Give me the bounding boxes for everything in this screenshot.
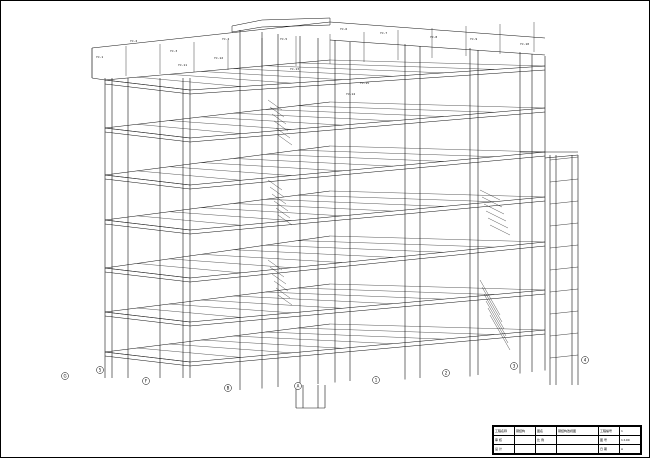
member-tag: YJ-8 xyxy=(430,35,437,39)
member-tag: YJ-3 xyxy=(170,49,177,53)
axis-label: A xyxy=(297,383,300,388)
sheet-value: 1:100 xyxy=(619,435,641,445)
member-tag: YJ-15 xyxy=(360,81,369,85)
date-label: 日 期 xyxy=(598,444,620,454)
member-tag: YJ-7 xyxy=(380,31,387,35)
axis-marker: 4 xyxy=(581,356,589,364)
axis-label: 1 xyxy=(375,377,378,382)
axis-marker: G xyxy=(61,372,69,380)
sheet-label: 图 号 xyxy=(598,435,620,445)
member-tag: YJ-12 xyxy=(214,56,223,60)
project-value: 钢结构 xyxy=(514,426,536,436)
member-tag: YJ-13 xyxy=(290,67,299,71)
frame-lines xyxy=(91,17,579,409)
axis-marker: 1 xyxy=(372,376,380,384)
axis-label: 2 xyxy=(445,370,448,375)
axis-marker: B xyxy=(224,384,232,392)
axis-marker: 2 xyxy=(442,369,450,377)
member-tag: YJ-2 xyxy=(130,39,137,43)
drawing-no-label: 工程编号 xyxy=(598,426,620,436)
member-tag: YJ-14 xyxy=(346,92,355,96)
axis-marker: F xyxy=(142,377,150,385)
axis-label: 3 xyxy=(513,363,516,368)
axis-label: B xyxy=(227,385,230,390)
drawing-no-value: 1 xyxy=(619,426,641,436)
designer-label: 设 计 xyxy=(493,444,515,454)
member-tag: YJ-1 xyxy=(96,55,103,59)
sheet-name-value: 钢结构透视图 xyxy=(556,426,599,436)
axis-label: 4 xyxy=(584,357,587,362)
grid-axis-markers: G F B A 1 2 3 4 5 xyxy=(61,356,589,392)
title-block: 工程名称 钢结构 图名 钢结构透视图 工程编号 1 审 核 比 例 图 号 1:… xyxy=(492,425,642,455)
project-label: 工程名称 xyxy=(493,426,515,436)
axis-marker: 5 xyxy=(96,366,104,374)
axis-marker: 3 xyxy=(510,362,518,370)
axis-marker: A xyxy=(294,382,302,390)
sheet-name-label: 图名 xyxy=(535,426,557,436)
member-tag: YJ-5 xyxy=(280,37,287,41)
member-tag: YJ-4 xyxy=(222,37,229,41)
axis-label: 5 xyxy=(99,367,102,372)
member-tag: YJ-9 xyxy=(470,37,477,41)
date-value: A xyxy=(619,444,641,454)
checker-label: 审 核 xyxy=(493,435,515,445)
member-tag: YJ-11 xyxy=(178,63,187,67)
member-tag: YJ-10 xyxy=(520,42,529,46)
member-tag: YJ-6 xyxy=(340,27,347,31)
scale-label: 比 例 xyxy=(535,435,557,445)
axis-label: G xyxy=(63,373,66,378)
axis-label: F xyxy=(145,378,148,383)
